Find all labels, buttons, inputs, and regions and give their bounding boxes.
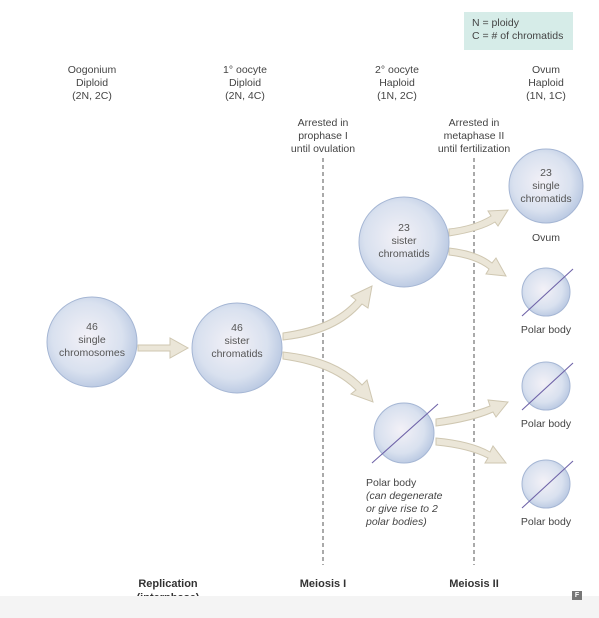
arrow-to-polar-body-3 — [435, 437, 508, 464]
column-secondary-oocyte: 2° oocyte Haploid (1N, 2C) — [375, 64, 419, 102]
legend-box: N = ploidy C = # of chromatids — [464, 12, 573, 50]
ovum-caption: Ovum — [531, 232, 560, 244]
arrow-to-ovum — [448, 209, 509, 237]
primary-oocyte-label: 46 sister chromatids — [211, 322, 263, 360]
arrest-note-meiosis-ii: Arrested in metaphase II until fertiliza… — [437, 117, 511, 155]
footer-bar — [0, 596, 599, 618]
primary-oocyte-cell — [191, 302, 283, 394]
secondary-oocyte-cell — [358, 196, 450, 288]
arrow-to-secondary-oocyte — [282, 285, 373, 341]
oogonium-cell — [46, 296, 138, 388]
polar-body-cell-3 — [521, 459, 571, 509]
ovum-cell — [508, 148, 584, 224]
polar-body-caption-2: Polar body — [520, 418, 572, 430]
polar-body-cell-1 — [521, 267, 571, 317]
polar-body-caption-1: Polar body — [520, 324, 572, 336]
first-polar-body-cell — [373, 402, 435, 464]
ovum-cell-label: 23 single chromatids — [520, 167, 572, 205]
arrow-replication — [137, 337, 190, 359]
column-oogonium: Oogonium Diploid (2N, 2C) — [67, 64, 117, 102]
legend-ploidy: N = ploidy — [472, 17, 519, 29]
arrest-note-meiosis-i: Arrested in prophase I until ovulation — [290, 117, 356, 155]
oogonium-label: 46 single chromosomes — [59, 321, 125, 359]
stage-meiosis-ii: Meiosis II — [449, 578, 499, 590]
secondary-oocyte-label: 23 sister chromatids — [378, 222, 430, 260]
first-polar-body-note: Polar body (can degenerate or give rise … — [366, 477, 443, 528]
strike-polar-body-2 — [521, 362, 574, 411]
stage-meiosis-i: Meiosis I — [299, 578, 347, 590]
strike-polar-body-1 — [521, 268, 574, 317]
arrow-to-polar-body-2 — [435, 399, 509, 427]
strike-polar-body-3 — [521, 460, 574, 509]
polar-body-caption-3: Polar body — [520, 516, 572, 528]
publisher-logo-icon: F — [572, 591, 582, 600]
arrow-to-first-polar-body — [282, 351, 374, 403]
column-primary-oocyte: 1° oocyte Diploid (2N, 4C) — [223, 64, 267, 102]
strike-first-polar-body — [371, 403, 439, 464]
polar-body-cell-2 — [521, 361, 571, 411]
arrow-to-polar-body-1 — [448, 247, 507, 277]
column-ovum: Ovum Haploid (1N, 1C) — [526, 64, 566, 102]
legend-chromatids: C = # of chromatids — [472, 30, 564, 42]
